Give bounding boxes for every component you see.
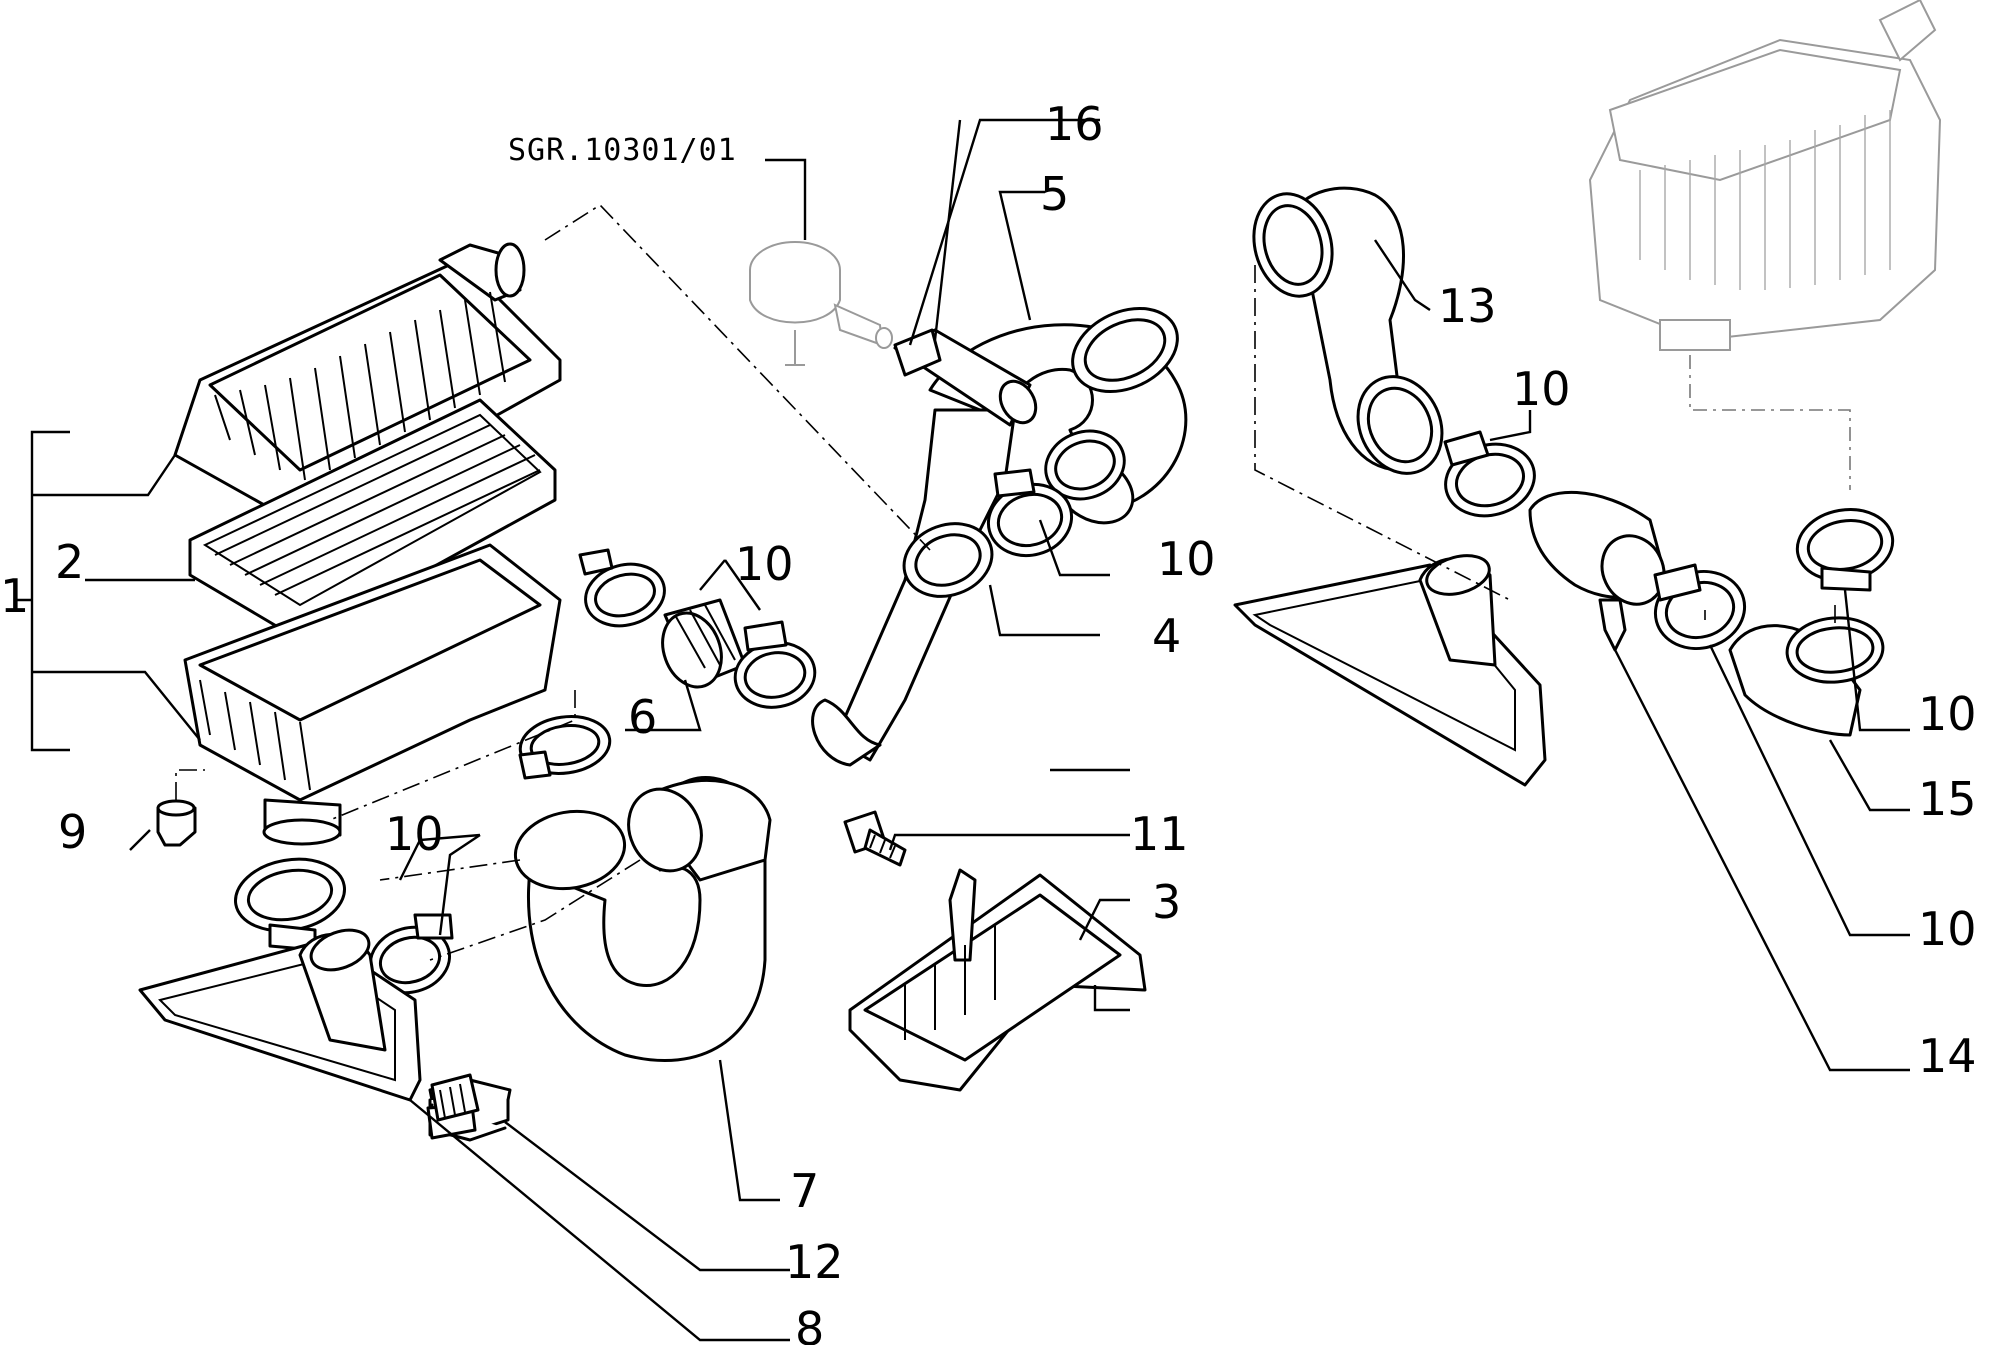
- clamp-right-top: [1795, 508, 1895, 592]
- clamp-elbow-lower: [986, 468, 1074, 558]
- callout-16: 16: [1045, 97, 1104, 151]
- clamp-lower-left: [233, 857, 347, 952]
- air-filter-cover: [173, 242, 562, 527]
- callout-7: 7: [790, 1164, 819, 1218]
- callout-10-elbow: 10: [1157, 532, 1216, 586]
- callout-4: 4: [1152, 609, 1181, 663]
- callout-10-right-top: 10: [1918, 687, 1977, 741]
- sgr-reference-code: SGR.10301/01: [508, 133, 737, 168]
- callout-15: 15: [1918, 772, 1977, 826]
- bracket-part-3: [848, 868, 1147, 1092]
- screw-part-11: [843, 810, 907, 867]
- callout-6: 6: [628, 690, 657, 744]
- air-filter-element: [188, 398, 557, 642]
- clamp-upper-left: [578, 548, 666, 628]
- clamp-elbow-upper: [1044, 429, 1126, 501]
- s-hose-part-7: [513, 776, 772, 1063]
- leader-lines: [85, 118, 1910, 1342]
- callout-13: 13: [1438, 279, 1497, 333]
- callout-12: 12: [785, 1235, 844, 1289]
- intake-hose-part-6: [661, 598, 747, 689]
- clamp-right-lower: [1653, 563, 1747, 651]
- callout-9: 9: [58, 805, 87, 859]
- callout-5: 5: [1040, 167, 1069, 221]
- grommet-part-9: [156, 799, 197, 847]
- flow-meter-part-14: [1528, 490, 1667, 652]
- callout-2: 2: [55, 535, 84, 589]
- callout-11: 11: [1130, 807, 1189, 861]
- breather-hose-part-16: [893, 328, 1038, 427]
- intake-scoop-part-8: [138, 928, 422, 1102]
- elbow-hose-part-13: [1252, 186, 1444, 475]
- elbow-hose-part-15: [1728, 616, 1885, 737]
- callout-10-upper-hose: 10: [735, 537, 794, 591]
- leader-1: [15, 430, 70, 752]
- clamp-lower-center: [518, 715, 612, 780]
- clamp-lower-small: [368, 913, 454, 995]
- callout-3: 3: [1152, 875, 1181, 929]
- intake-scoop-right: [1233, 554, 1547, 787]
- air-filter-housing-base: [183, 543, 562, 846]
- clamp-right-upper: [1443, 430, 1536, 518]
- screw-part-12-shaft: [430, 1073, 480, 1122]
- callout-10-right-lower: 10: [1918, 902, 1977, 956]
- callout-1: 1: [0, 569, 29, 623]
- sgr-valve: [749, 241, 893, 366]
- callout-14: 14: [1918, 1029, 1977, 1083]
- callout-8: 8: [795, 1302, 824, 1345]
- intake-pipe-part-4: [811, 408, 1017, 767]
- ghost-air-filter-assembly: [1588, 0, 1942, 490]
- callout-10-right-upper: 10: [1512, 362, 1571, 416]
- callout-10-lower-left: 10: [385, 807, 444, 861]
- clamp-upper-middle: [733, 620, 817, 709]
